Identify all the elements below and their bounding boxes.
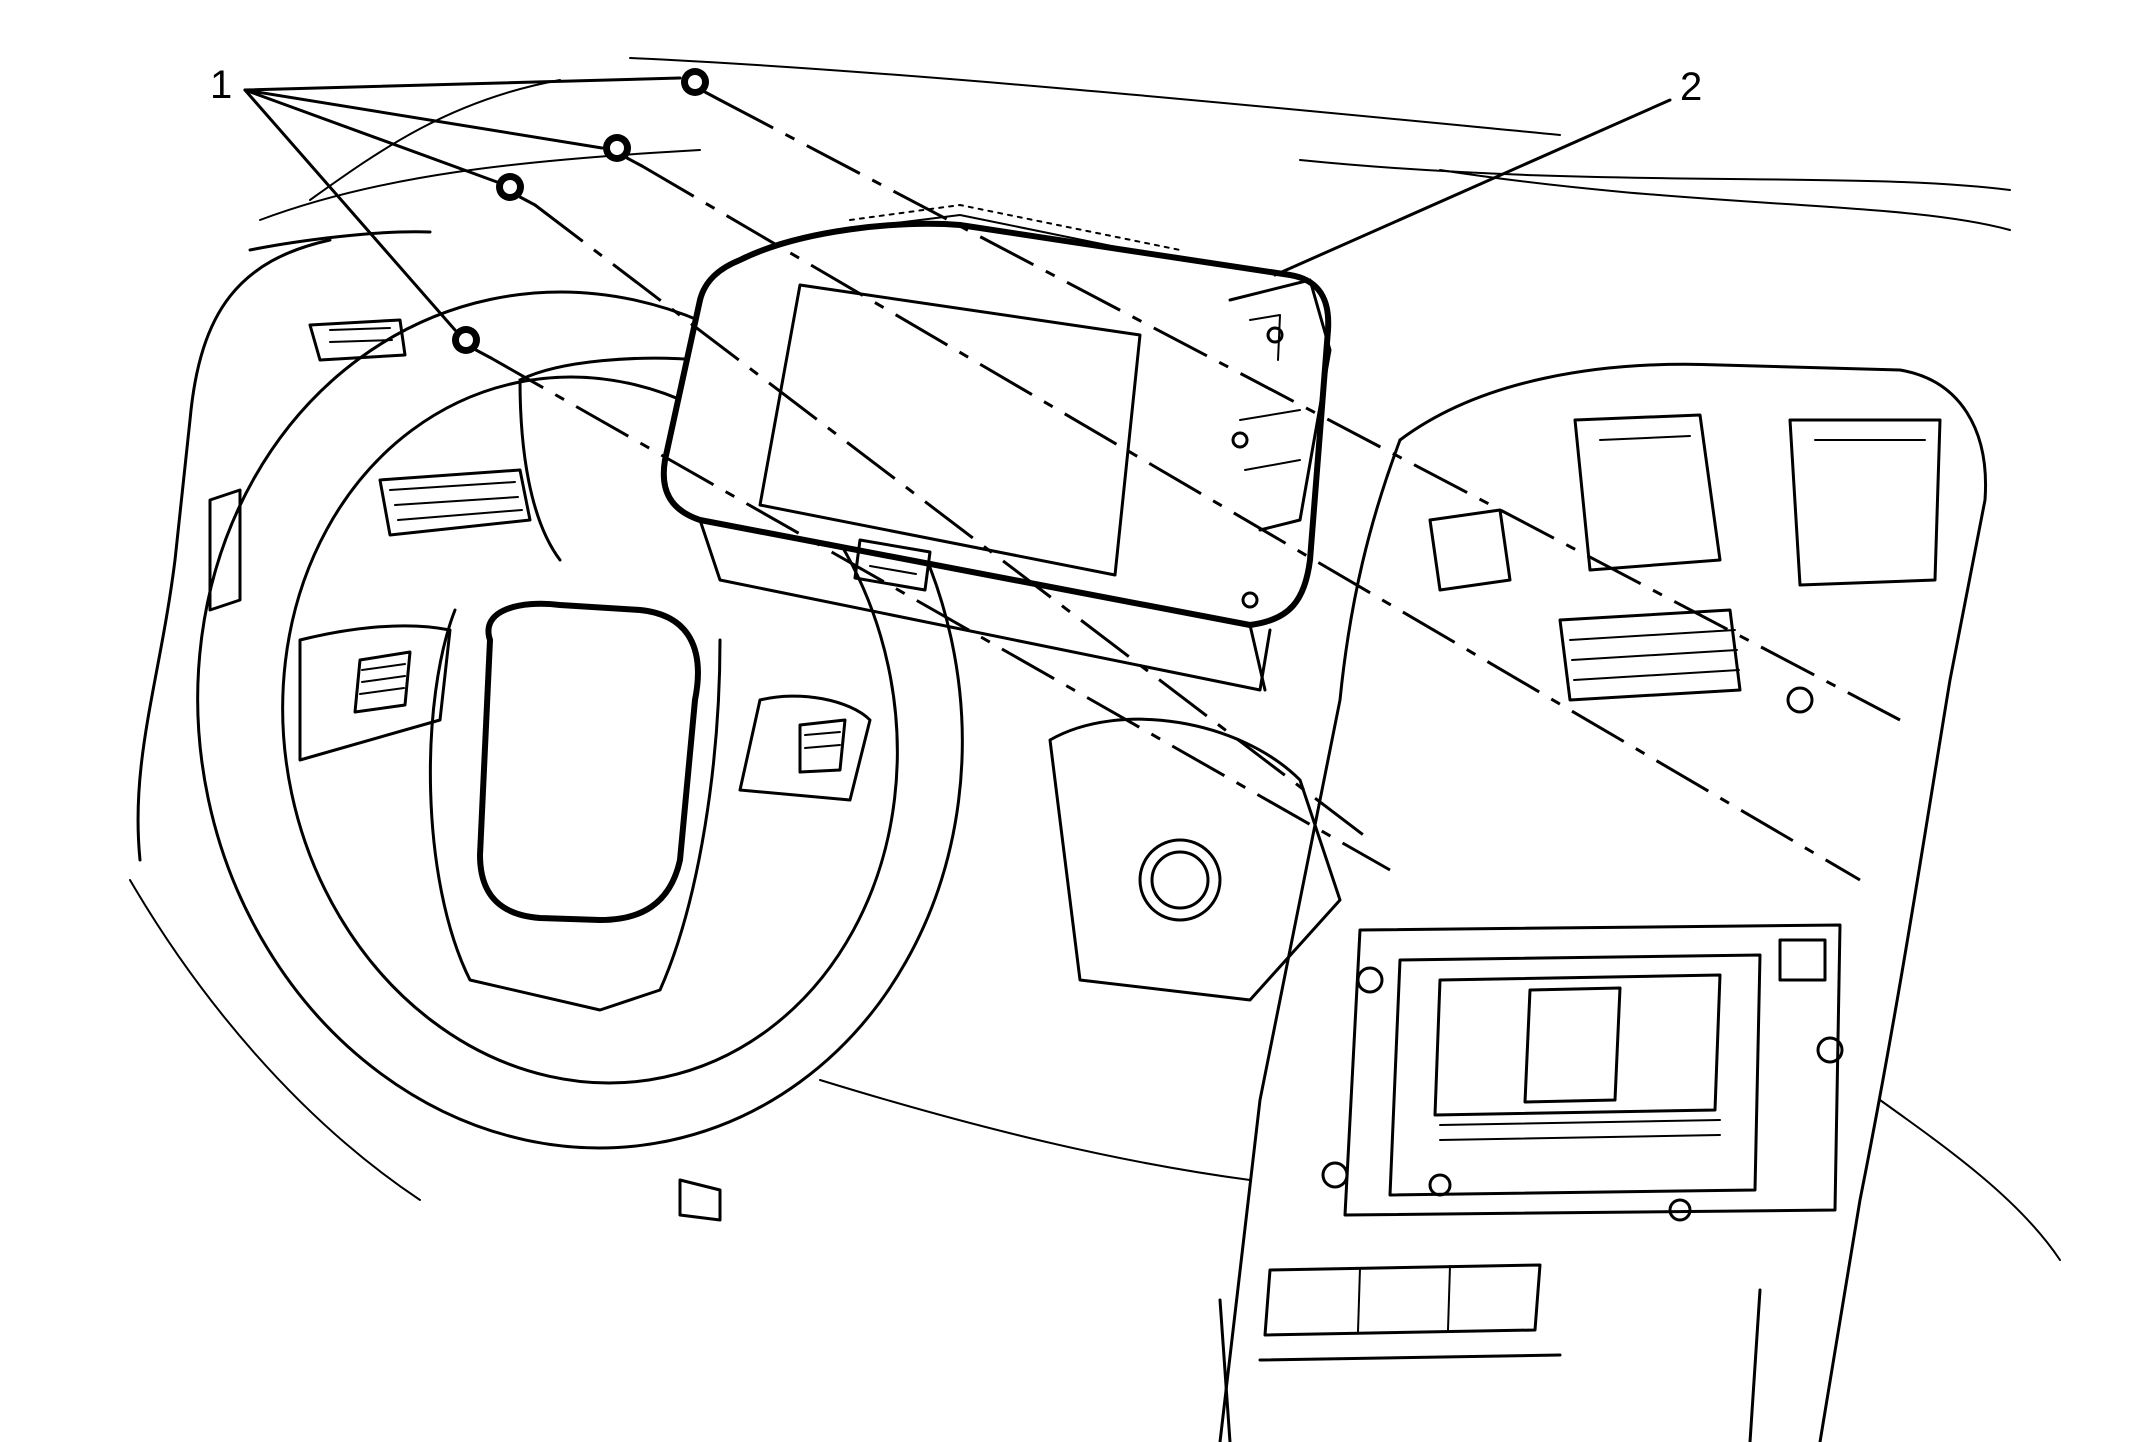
center-dash [678,717,1342,1222]
left-dash-panel [136,230,532,862]
callout-1-leaders [243,76,682,332]
radio-chassis-frame [1321,923,1844,1222]
bolt-installation-lines [490,98,1901,882]
callout-2-leader [1273,98,1672,277]
callout-2-label: 2 [1680,65,1702,109]
callout-1-label: 1 [210,63,232,107]
bolt-1b-icon [603,134,644,168]
bolt-1a-icon [681,68,722,102]
bolt-1d-icon [452,326,493,360]
lower-console-controls [1218,1263,1762,1442]
center-console-bezel [1218,362,1988,1442]
radio-display-unit [660,204,1332,692]
bolt-1c-icon [496,173,537,207]
steering-wheel [196,290,964,1150]
dashboard-top-outline [259,57,2011,231]
floor-outline [129,879,2061,1261]
